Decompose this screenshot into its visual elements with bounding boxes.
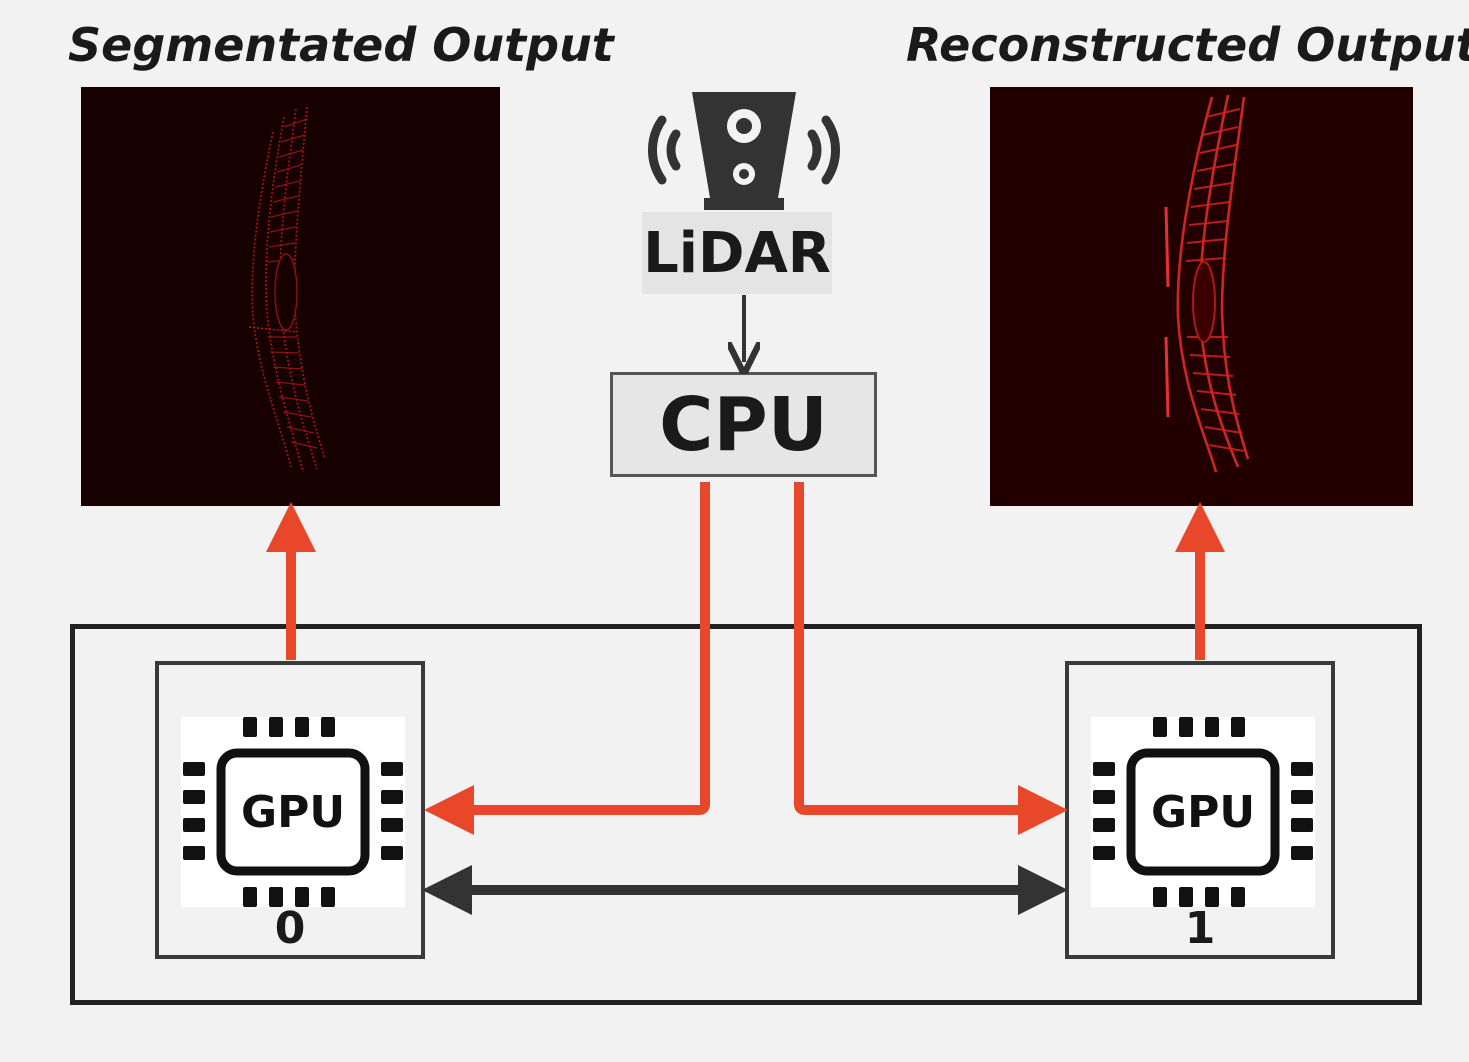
gpu-1-label: GPU [1150, 786, 1256, 838]
cpu-to-gpu-1-arrow [794, 482, 1068, 835]
lidar-label: LiDAR [642, 212, 832, 294]
reconstructed-output-title: Reconstructed Output [906, 18, 1469, 72]
gpu-0-label: GPU [240, 786, 346, 838]
segmented-output-image [81, 87, 500, 506]
cpu-to-gpu-0-arrow [424, 482, 710, 835]
gpu-1-box: GPU 1 [1065, 661, 1335, 959]
gpu-0-index: 0 [274, 903, 306, 954]
cpu-label: CPU [659, 381, 828, 468]
segmented-output-title: Segmentated Output [68, 18, 614, 72]
lidar-sensor-icon [628, 88, 860, 212]
gpu-chip-icon: GPU [1091, 717, 1315, 907]
gpu-node-container [70, 624, 1422, 1005]
reconstructed-output-image [990, 87, 1413, 506]
cpu-box: CPU [610, 372, 877, 477]
gpu-chip-icon: GPU [181, 717, 405, 907]
gpu-1-index: 1 [1184, 903, 1216, 954]
gpu-0-box: GPU 0 [155, 661, 425, 959]
